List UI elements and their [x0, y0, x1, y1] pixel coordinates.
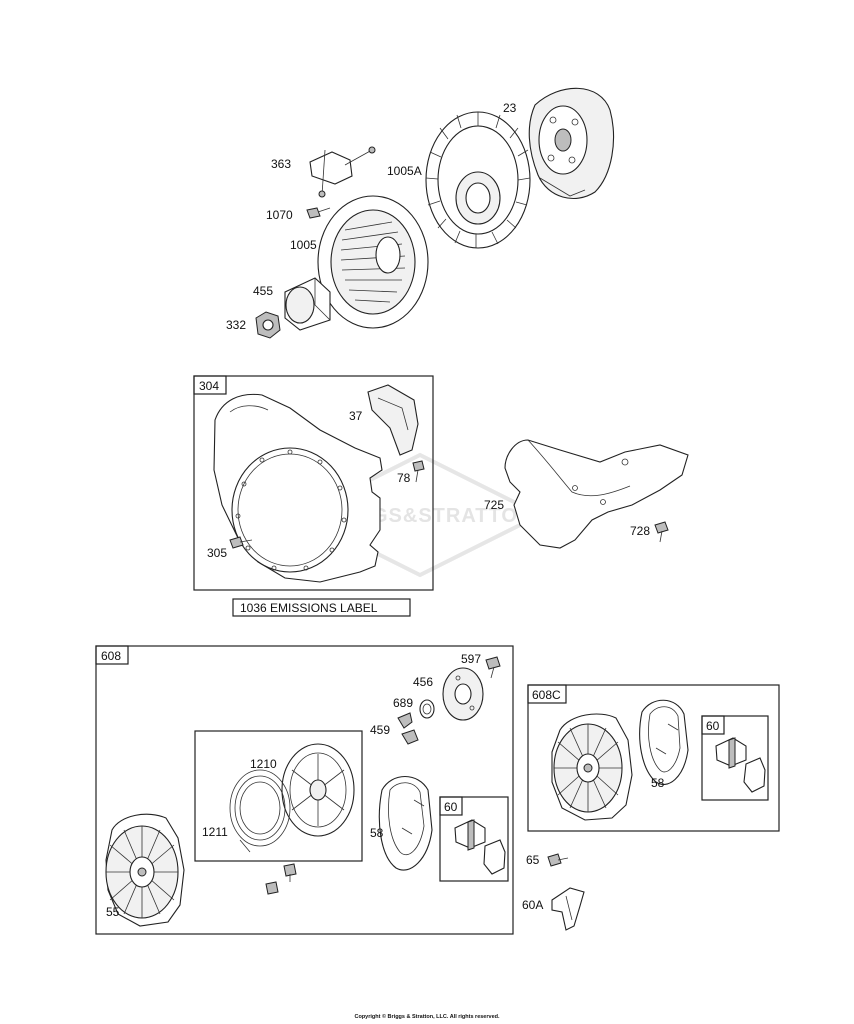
- part-label-78: 78: [397, 471, 411, 485]
- part-23-starter-cup: [528, 87, 615, 200]
- part-455-hub: [284, 277, 331, 331]
- part-label-728: 728: [630, 524, 650, 538]
- part-1211-rewind-spring: [229, 769, 291, 853]
- part-label-332: 332: [226, 318, 246, 332]
- group-304-tag-box: [193, 375, 227, 395]
- part-label-456: 456: [413, 675, 433, 689]
- part-58-spring-608c: [639, 699, 689, 785]
- group-label-608: 608: [101, 649, 121, 663]
- group-608-frame: [95, 645, 514, 935]
- group-304-frame: [193, 375, 434, 591]
- part-1005-flywheel: [317, 195, 429, 329]
- group-label-608c: 608C: [532, 688, 561, 702]
- part-label-1070: 1070: [266, 208, 293, 222]
- part-1005a-flywheel-fan: [425, 111, 531, 249]
- part-label-1005: 1005: [290, 238, 317, 252]
- part-label-363: 363: [271, 157, 291, 171]
- part-728-screw: [654, 521, 669, 543]
- group-60-tag-box-b: [701, 715, 725, 735]
- part-label-37: 37: [349, 409, 363, 423]
- part-60-handle-a: [454, 819, 506, 875]
- emissions-label-text: 1036 EMISSIONS LABEL: [240, 601, 378, 615]
- part-60a-handle: [551, 887, 585, 931]
- part-459-pawl: [397, 712, 419, 745]
- part-label-1210: 1210: [250, 757, 277, 771]
- group-label-304: 304: [199, 379, 219, 393]
- part-label-597: 597: [461, 652, 481, 666]
- part-label-1211: 1211: [202, 825, 228, 839]
- part-55-starter-housing: [105, 813, 185, 927]
- part-label-1005a: 1005A: [387, 164, 422, 178]
- part-725-air-guide: [504, 439, 689, 549]
- part-1070-bolt: [306, 207, 331, 219]
- group-608c-tag-box: [527, 684, 567, 704]
- group-608-tag-box: [95, 645, 129, 665]
- part-65-screw: [547, 853, 569, 867]
- group-label-60-a: 60: [444, 800, 458, 814]
- part-37-label-plate: [367, 384, 419, 456]
- part-label-689: 689: [393, 696, 413, 710]
- group-60-frame-a: [439, 796, 509, 882]
- part-label-55: 55: [106, 905, 120, 919]
- part-label-455: 455: [253, 284, 273, 298]
- part-label-459: 459: [370, 723, 390, 737]
- part-60-handle-b: [715, 737, 766, 793]
- part-332-nut: [255, 311, 281, 339]
- emissions-label-box: [232, 598, 411, 617]
- pulley-subgroup-frame: [194, 730, 363, 862]
- group-60-tag-box-a: [439, 796, 463, 816]
- part-label-305: 305: [207, 546, 227, 560]
- part-78-screw: [412, 460, 425, 483]
- copyright-notice: Copyright © Briggs & Stratton, LLC. All …: [354, 1014, 500, 1020]
- part-label-23: 23: [503, 101, 517, 115]
- part-608c-starter-housing: [551, 713, 633, 821]
- part-689-washer: [419, 699, 435, 719]
- part-58-spring: [378, 776, 433, 871]
- group-608c-frame: [527, 684, 780, 832]
- part-305-screw: [229, 536, 253, 549]
- part-363-bracket: [309, 146, 376, 198]
- part-label-65: 65: [526, 853, 540, 867]
- part-597-screw: [485, 656, 501, 679]
- part-1210-pulley: [281, 743, 355, 837]
- part-456-retainer: [442, 667, 484, 721]
- part-screw-nut: [265, 863, 297, 895]
- group-label-60-b: 60: [706, 719, 720, 733]
- part-label-725: 725: [484, 498, 504, 512]
- part-label-60a: 60A: [522, 898, 543, 912]
- part-label-58-b: 58: [651, 776, 665, 790]
- part-304-blower-housing: [213, 393, 383, 583]
- group-60-frame-b: [701, 715, 769, 801]
- part-label-58-a: 58: [370, 826, 384, 840]
